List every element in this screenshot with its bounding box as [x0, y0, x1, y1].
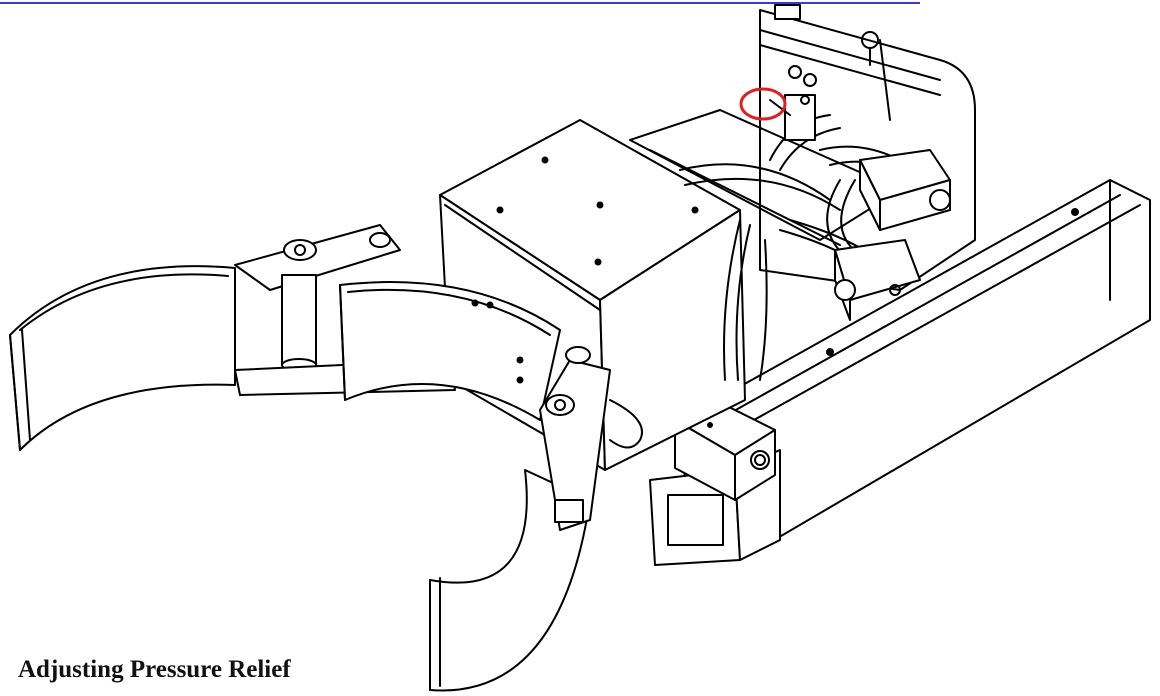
- relief-valve-block: [769, 94, 816, 141]
- back-plate: [759, 9, 976, 291]
- section-heading: Adjusting Pressure Relief: [18, 656, 291, 683]
- mount-block: [674, 399, 776, 501]
- relief-valve-highlight: [739, 87, 787, 121]
- lower-clamp-arm: [429, 469, 591, 692]
- front-hose-loop: [609, 399, 643, 449]
- left-clamp-pad: [9, 265, 236, 451]
- upper-clamp-arm: [234, 224, 401, 291]
- front-clamp-pad: [339, 281, 561, 421]
- header-rule: [0, 2, 920, 4]
- lifting-eye: [774, 4, 879, 66]
- pivot-tube: [281, 274, 317, 372]
- front-arm: [539, 346, 611, 531]
- valve-manifold: [834, 149, 951, 321]
